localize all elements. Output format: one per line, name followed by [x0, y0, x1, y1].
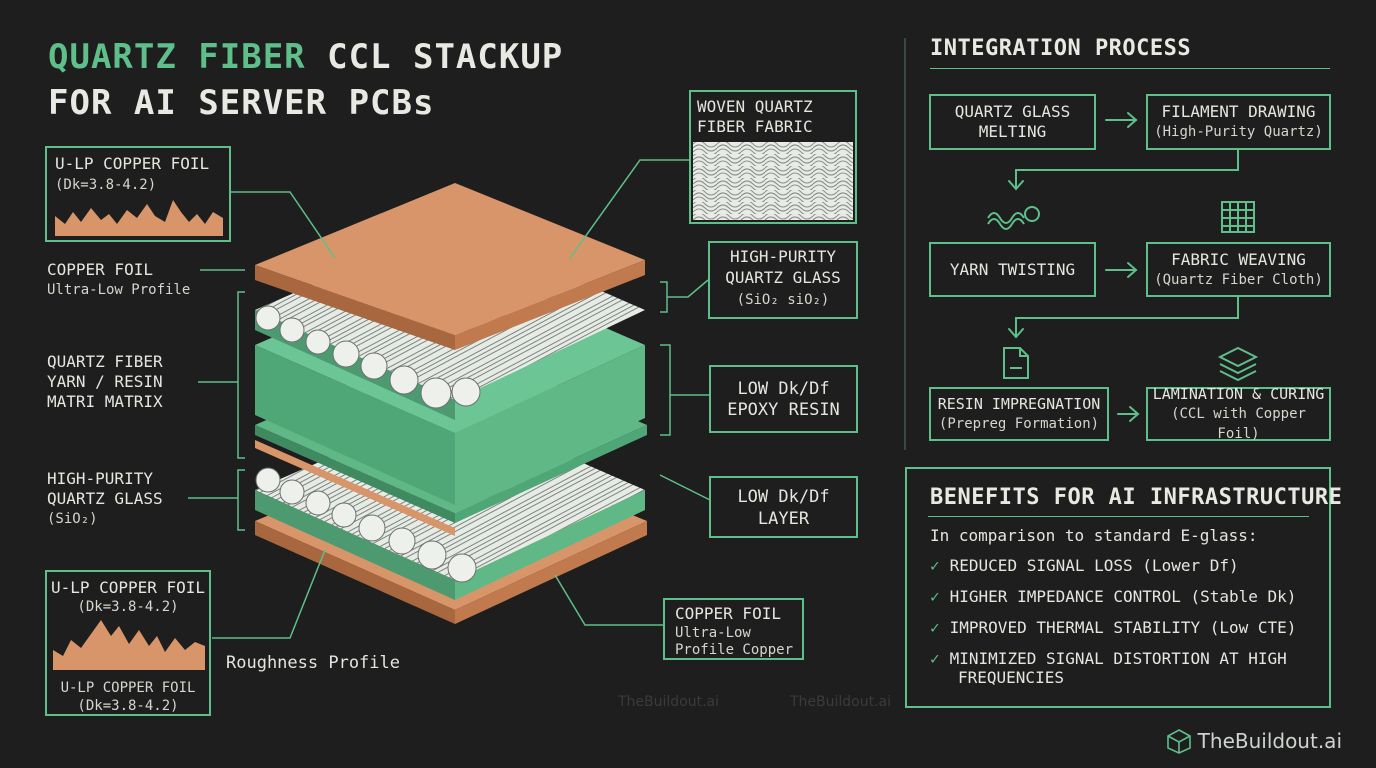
- step-yarn-twisting: YARN TWISTING: [929, 242, 1096, 297]
- benefit-item: ✓REDUCED SIGNAL LOSS (Lower Df): [930, 556, 1239, 575]
- check-icon: ✓: [930, 556, 940, 575]
- check-icon: ✓: [930, 587, 940, 606]
- quartz-yarn-label: QUARTZ FIBER YARN / RESIN MATRI MATRIX: [47, 352, 163, 411]
- step-fabric-weaving: FABRIC WEAVING (Quartz Fiber Cloth): [1146, 242, 1331, 297]
- brand-text: TheBuildout.ai: [1197, 729, 1342, 753]
- ulp-copper-foil-card-bottom: U-LP COPPER FOIL (Dk=3.8-4.2) U-LP COPPE…: [45, 570, 211, 716]
- watermark-text: TheBuildout.ai: [618, 694, 720, 710]
- ulp-bottom-title: U-LP COPPER FOIL: [50, 578, 206, 597]
- step-lamination-curing: LAMINATION & CURING (CCL with Copper Foi…: [1146, 385, 1331, 442]
- epoxy-resin-card: LOW Dk/Df EPOXY RESIN: [709, 365, 858, 433]
- hp-glass-left-label: HIGH-PURITY QUARTZ GLASS (SiO₂): [47, 469, 163, 527]
- hp-glass-right-card: HIGH-PURITY QUARTZ GLASS (SiO₂ siO₂): [708, 241, 858, 319]
- benefit-item: ✓HIGHER IMPEDANCE CONTROL (Stable Dk): [930, 587, 1297, 606]
- benefits-title: BENEFITS FOR AI INFRASTRUCTURE: [930, 485, 1343, 510]
- ulp-bottom-title-2: U-LP COPPER FOIL: [60, 680, 196, 696]
- title-line2: FOR AI SERVER PCBs: [48, 83, 435, 123]
- low-dk-layer-card: LOW Dk/Df LAYER: [709, 476, 858, 538]
- roughness-profile-label: Roughness Profile: [226, 653, 400, 673]
- ulp-copper-foil-card-top: U-LP COPPER FOIL (Dk=3.8-4.2): [45, 146, 231, 242]
- check-icon: ✓: [930, 649, 940, 668]
- title-accent: QUARTZ FIBER: [48, 37, 306, 77]
- step-resin-impregnation: RESIN IMPREGNATION (Prepreg Formation): [929, 387, 1109, 441]
- woven-line2: FIBER FABRIC: [697, 117, 813, 136]
- benefit-item: ✓MINIMIZED SIGNAL DISTORTION AT HIGH: [930, 649, 1287, 668]
- benefits-intro: In comparison to standard E-glass:: [930, 526, 1258, 545]
- copper-layer-top: [255, 183, 645, 350]
- step-filament-drawing: FILAMENT DRAWING (High-Purity Quartz): [1146, 94, 1331, 150]
- step-quartz-glass-melting: QUARTZ GLASS MELTING: [929, 94, 1096, 150]
- page-title: QUARTZ FIBER CCL STACKUP FOR AI SERVER P…: [48, 34, 563, 126]
- benefit-item: ✓IMPROVED THERMAL STABILITY (Low CTE): [930, 618, 1297, 637]
- woven-fabric-card: WOVEN QUARTZ FIBER FABRIC: [689, 90, 857, 224]
- title-line1-rest: CCL STACKUP: [305, 37, 564, 77]
- benefits-underline: [928, 516, 1309, 517]
- copper-foil-right-card: COPPER FOIL Ultra-Low Profile Copper: [663, 598, 804, 660]
- ulp-top-title: U-LP COPPER FOIL: [55, 154, 210, 173]
- integration-divider: [904, 38, 906, 450]
- woven-line1: WOVEN QUARTZ: [697, 97, 813, 116]
- watermark-text: TheBuildout.ai: [790, 694, 892, 710]
- ulp-bottom-spec-2: (Dk=3.8-4.2): [77, 698, 179, 714]
- copper-foil-label: COPPER FOIL Ultra-Low Profile: [47, 260, 191, 298]
- integration-title: INTEGRATION PROCESS: [930, 36, 1192, 61]
- cube-logo-icon: [1166, 729, 1191, 754]
- ulp-bottom-spec: (Dk=3.8-4.2): [77, 599, 179, 615]
- check-icon: ✓: [930, 618, 940, 637]
- ulp-top-spec: (Dk=3.8-4.2): [55, 177, 157, 193]
- roughness-profile-bottom: [53, 620, 205, 670]
- benefits-panel: [905, 467, 1331, 708]
- brand-logo: TheBuildout.ai: [1166, 728, 1342, 754]
- woven-fabric-swatch: [693, 142, 853, 220]
- integration-underline: [930, 68, 1330, 69]
- benefit-item-continued: FREQUENCIES: [958, 668, 1064, 687]
- roughness-profile-top: [55, 200, 223, 236]
